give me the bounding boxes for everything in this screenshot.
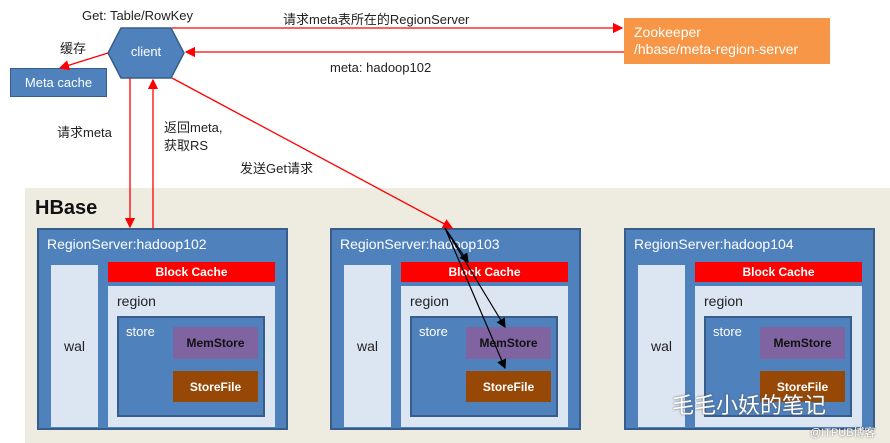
request-rs-label: 请求meta表所在的RegionServer [283, 12, 470, 27]
region-server: RegionServer:hadoop102 wal Block Cache r… [37, 228, 288, 430]
storefile: StoreFile [173, 371, 258, 402]
wal: wal [638, 265, 685, 427]
storefile: StoreFile [466, 371, 551, 402]
region-server: RegionServer:hadoop103 wal Block Cache r… [330, 228, 581, 430]
store-label: store [713, 324, 742, 339]
zookeeper-box: Zookeeper /hbase/meta-region-server [624, 18, 830, 64]
watermark-source: @ITPUB博客 [810, 427, 876, 439]
return-meta-label: 返回meta, [164, 120, 223, 135]
store: store MemStore StoreFile [410, 316, 558, 417]
zookeeper-path: /hbase/meta-region-server [634, 41, 799, 57]
region-server-title: RegionServer:hadoop103 [340, 236, 500, 252]
store: store MemStore StoreFile [117, 316, 265, 417]
get-label: Get: Table/RowKey [82, 8, 194, 23]
memstore: MemStore [466, 327, 551, 359]
store-label: store [126, 324, 155, 339]
store-label: store [419, 324, 448, 339]
meta-cache-box: Meta cache [10, 68, 107, 97]
meta-reply-label: meta: hadoop102 [330, 60, 432, 75]
get-rs-label: 获取RS [164, 138, 209, 153]
region-server-title: RegionServer:hadoop104 [634, 236, 794, 252]
block-cache: Block Cache [108, 262, 275, 282]
region: region store MemStore StoreFile [401, 286, 568, 427]
block-cache: Block Cache [401, 262, 568, 282]
store: store MemStore StoreFile [704, 316, 852, 417]
client-label: client [130, 44, 162, 59]
zookeeper-title: Zookeeper [634, 24, 701, 40]
region-server-title: RegionServer:hadoop102 [47, 236, 207, 252]
storefile: StoreFile [760, 371, 845, 402]
region: region store MemStore StoreFile [108, 286, 275, 427]
region-label: region [704, 293, 743, 309]
memstore: MemStore [760, 327, 845, 359]
memstore: MemStore [173, 327, 258, 359]
region: region store MemStore StoreFile [695, 286, 862, 427]
region-label: region [410, 293, 449, 309]
cache-label: 缓存 [60, 41, 87, 56]
request-meta-label: 请求meta [57, 125, 112, 140]
hbase-title: HBase [35, 197, 98, 219]
wal: wal [51, 265, 98, 427]
send-get-label: 发送Get请求 [240, 161, 313, 176]
region-server: RegionServer:hadoop104 wal Block Cache r… [624, 228, 875, 430]
wal: wal [344, 265, 391, 427]
region-label: region [117, 293, 156, 309]
block-cache: Block Cache [695, 262, 862, 282]
watermark-text: 毛毛小妖的笔记 [672, 393, 827, 418]
